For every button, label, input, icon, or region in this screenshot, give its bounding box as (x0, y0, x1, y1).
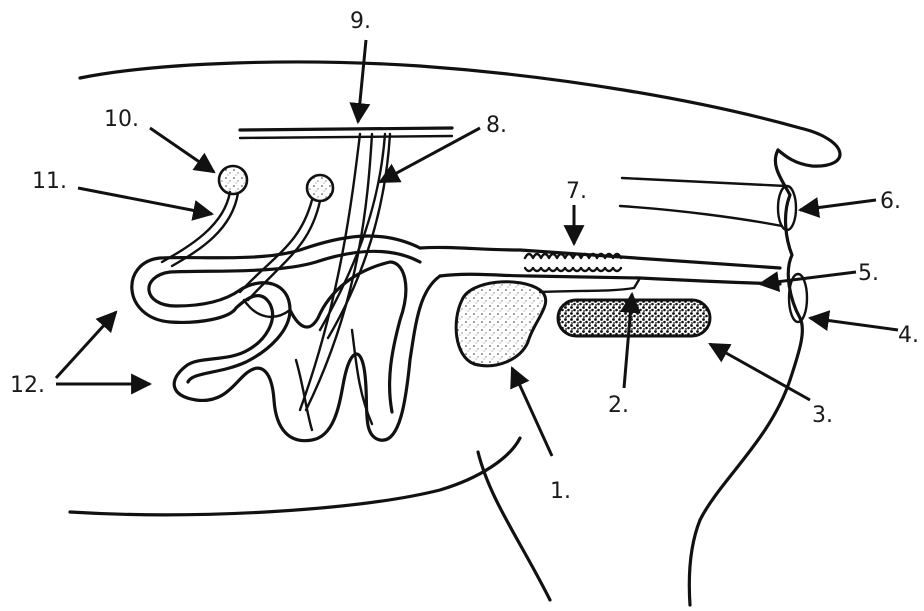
cervix-rings-lower (525, 268, 621, 271)
urinary-bladder (456, 282, 546, 366)
arrow-4 (810, 318, 898, 330)
label-3: 3. (812, 403, 833, 428)
broad-ligament-1 (300, 134, 360, 410)
rectum-upper (622, 178, 786, 186)
arrow-9 (358, 40, 366, 122)
label-6: 6. (880, 189, 901, 214)
uterine-horn-fold-2 (296, 360, 312, 430)
vestibular-bulb (558, 300, 710, 336)
label-4: 4. (898, 323, 919, 348)
label-11: 11. (32, 169, 67, 194)
ovary-right (307, 175, 333, 201)
arrow-11 (78, 188, 212, 214)
label-9: 9. (350, 9, 371, 34)
uterine-horns-inner (149, 251, 420, 412)
uterine-horn-fold-1 (244, 300, 290, 317)
arrow-6 (800, 200, 876, 210)
uterine-horn-fold-3 (352, 330, 372, 424)
vertebral-line (240, 128, 452, 130)
oviduct-right-inner (240, 200, 312, 292)
label-1: 1. (550, 479, 571, 504)
urethra (540, 278, 640, 292)
label-7: 7. (566, 179, 587, 204)
ovary-left (219, 166, 247, 194)
label-10: 10. (104, 107, 139, 132)
body-back-outline (80, 62, 840, 166)
label-8: 8. (486, 113, 507, 138)
arrow-10 (150, 128, 214, 172)
belly-outline (70, 438, 520, 515)
arrow-5 (760, 272, 856, 284)
reproductive-tract-upper (420, 247, 780, 268)
hind-leg-outline (478, 452, 550, 600)
arrow-3 (710, 344, 810, 400)
rectum-lower (620, 206, 782, 226)
arrow-12-upper (56, 312, 116, 378)
label-5: 5. (858, 261, 879, 286)
label-2: 2. (608, 393, 629, 418)
vertebral-line-lower (240, 136, 452, 138)
label-12: 12. (10, 373, 45, 398)
oviduct-left-outer (172, 193, 238, 266)
perineum-outline (689, 150, 802, 605)
